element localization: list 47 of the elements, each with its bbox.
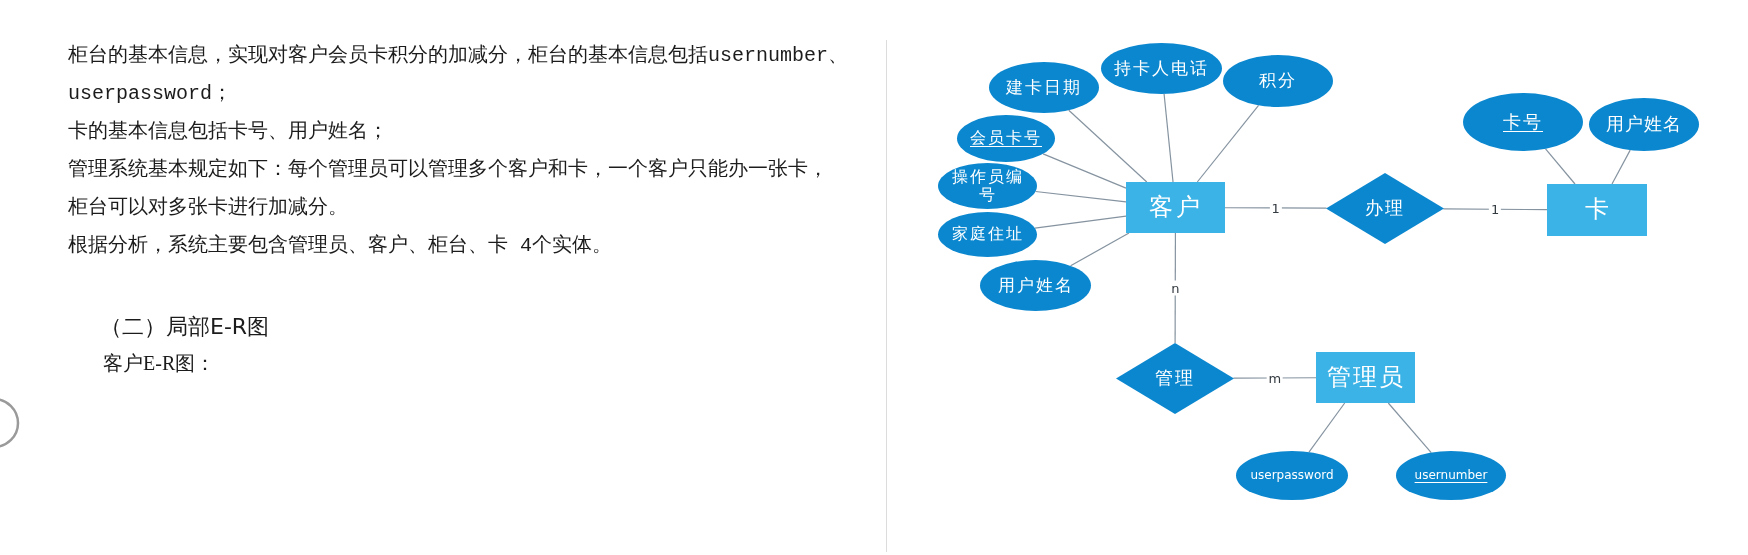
cardinality-label: n (1169, 280, 1182, 296)
relationship-diamond (1116, 343, 1234, 414)
attribute-label: userpassword (1250, 468, 1334, 483)
key-attribute-label: usernumber (1414, 468, 1488, 483)
connector-line (1068, 109, 1148, 183)
entity-rectangle (1547, 184, 1647, 236)
attribute-label: 建卡日期 (1006, 77, 1082, 98)
entity-label: 管理员 (1326, 363, 1405, 392)
body-text: 卡的基本信息包括卡号、用户姓名； (68, 119, 389, 145)
attribute-label: 操作员编号 (950, 167, 1025, 205)
entity-label: 卡 (1585, 196, 1609, 224)
body-text: 柜台的基本信息，实现对客户会员卡积分的加减分，柜台的基本信息包括usernumber、userpassword； (68, 43, 850, 107)
attribute-label: 持卡人电话 (1114, 58, 1209, 79)
connector-line (1611, 149, 1631, 185)
subheading: 客户E-R图： (103, 351, 217, 376)
attribute-label: 用户姓名 (1606, 114, 1682, 135)
connector-line (1544, 148, 1576, 185)
connector-line (1034, 215, 1127, 229)
key-attribute-label: 会员卡号 (970, 129, 1042, 148)
connector-line (1308, 402, 1346, 453)
relationship-label: 管理 (1155, 368, 1195, 389)
connector-line (1232, 377, 1317, 379)
connector-line (1070, 232, 1130, 267)
attribute-ellipse (1101, 43, 1222, 94)
attribute-ellipse (989, 62, 1099, 113)
body-text: 根据分析，系统主要包含管理员、客户、柜台、卡 4个实体。 (68, 233, 613, 259)
entity-label: 客户 (1148, 193, 1203, 222)
connector-line (1034, 190, 1127, 203)
section-heading: （二）局部E-R图 (100, 313, 271, 341)
connector-line (1174, 232, 1177, 344)
relationship-diamond (1326, 173, 1444, 244)
relationship-label: 办理 (1365, 198, 1405, 219)
connector-line (1442, 208, 1548, 211)
connector-line (1163, 93, 1174, 183)
attribute-label: 家庭住址 (951, 225, 1024, 244)
key-attribute-ellipse (957, 115, 1055, 162)
key-attribute-label: 卡号 (1503, 111, 1543, 133)
body-text: 管理系统基本规定如下：每个管理员可以管理多个客户和卡，一个客户只能办一张卡，柜台可以对多张卡进行加减分。 (68, 157, 829, 221)
attribute-ellipse (1223, 55, 1333, 107)
connector-line (1224, 207, 1328, 209)
attribute-label: 积分 (1259, 71, 1297, 91)
entity-rectangle (1126, 182, 1225, 233)
entity-rectangle (1316, 352, 1415, 403)
connector-line (1387, 402, 1432, 454)
connector-line (1196, 104, 1260, 183)
connector-line (1042, 153, 1127, 189)
attribute-label: 用户姓名 (997, 275, 1074, 296)
